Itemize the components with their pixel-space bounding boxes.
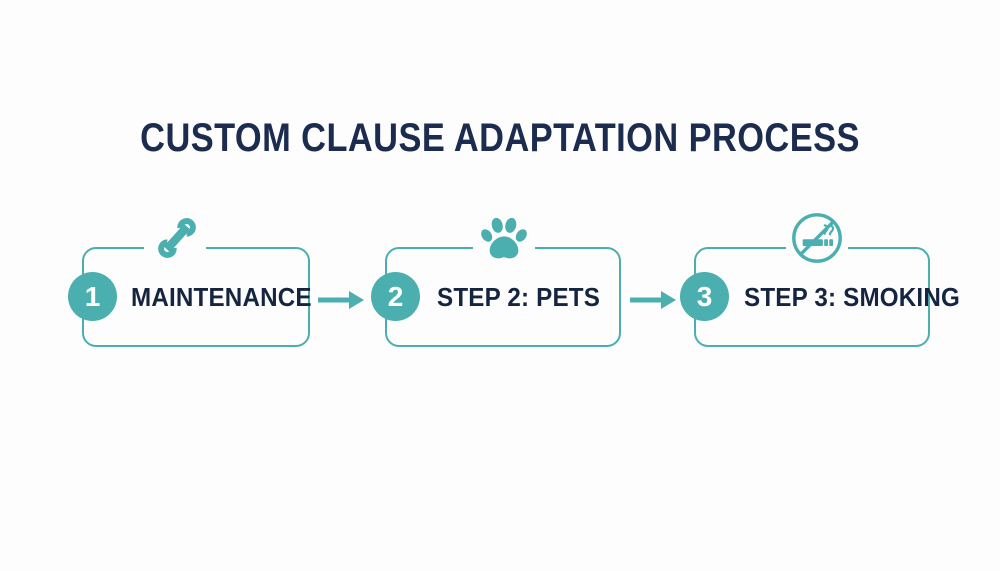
step-1-number-badge: 1 [68, 272, 117, 321]
process-flow: 1 MAINTENANCE [0, 205, 1000, 365]
no-smoking-icon [790, 211, 844, 265]
step-1-label: MAINTENANCE [131, 281, 312, 312]
arrow-right-icon [318, 288, 366, 312]
arrow-right-icon [630, 288, 678, 312]
step-3-label: STEP 3: SMOKING [744, 281, 960, 312]
paw-print-icon [477, 211, 531, 265]
step-2-number-badge: 2 [371, 272, 420, 321]
step-2-number: 2 [387, 280, 404, 312]
step-1-number: 1 [84, 280, 101, 312]
step-3-number: 3 [696, 280, 713, 312]
process-step-1[interactable]: 1 MAINTENANCE [68, 205, 312, 365]
step-2-label: STEP 2: PETS [437, 281, 601, 312]
process-step-2[interactable]: 2 STEP 2: PETS [371, 205, 621, 365]
process-step-3[interactable]: 3 STEP 3: SMOKING [680, 205, 960, 365]
step-3-number-badge: 3 [680, 272, 729, 321]
page-title: CUSTOM CLAUSE ADAPTATION PROCESS [140, 116, 860, 160]
wrench-icon [150, 211, 204, 265]
